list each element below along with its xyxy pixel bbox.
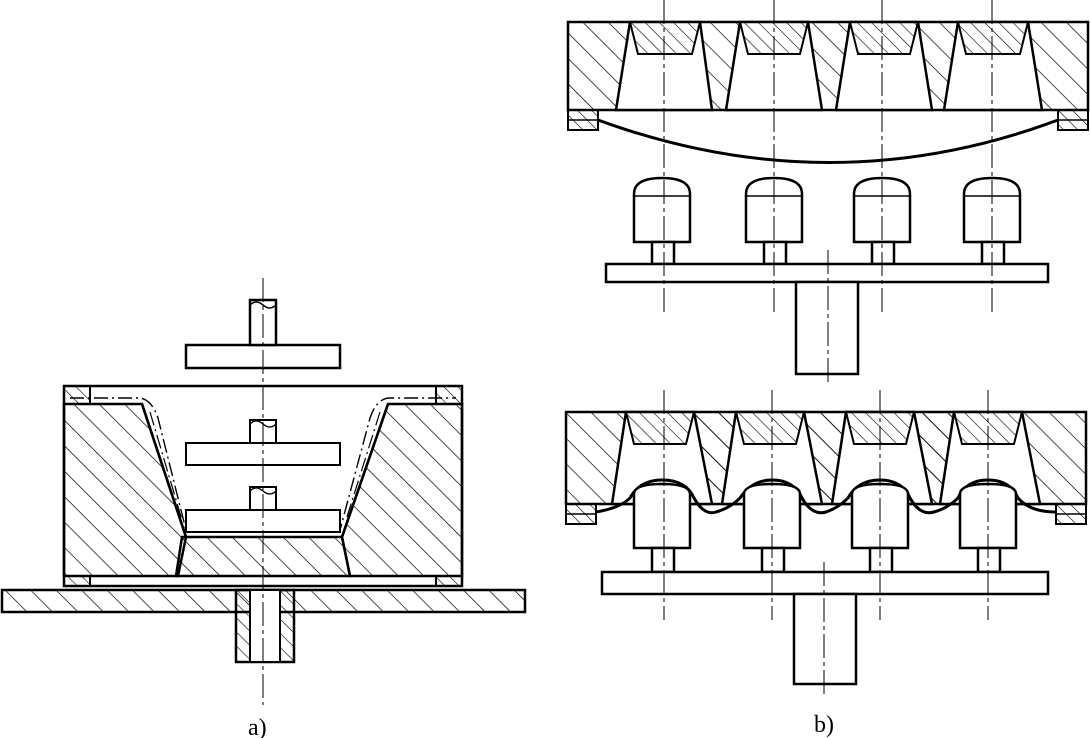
holder-left xyxy=(63,385,91,405)
caption-b: b) xyxy=(814,712,834,738)
lower-ram xyxy=(792,592,858,686)
holder-right xyxy=(435,385,463,405)
figure-b-upper xyxy=(566,0,1090,385)
figure-a xyxy=(0,278,527,705)
upper-punch-plate xyxy=(604,262,1050,284)
upper-ram xyxy=(794,280,860,376)
sagging-blank xyxy=(597,118,1059,164)
lower-punch-plate xyxy=(600,570,1050,596)
ejector-rod xyxy=(249,589,281,663)
die-bottom-insert xyxy=(174,535,352,578)
die-left-wall xyxy=(62,402,188,578)
caption-a: a) xyxy=(248,715,267,738)
die-right-wall xyxy=(340,402,464,578)
figure-b-lower xyxy=(564,390,1088,698)
